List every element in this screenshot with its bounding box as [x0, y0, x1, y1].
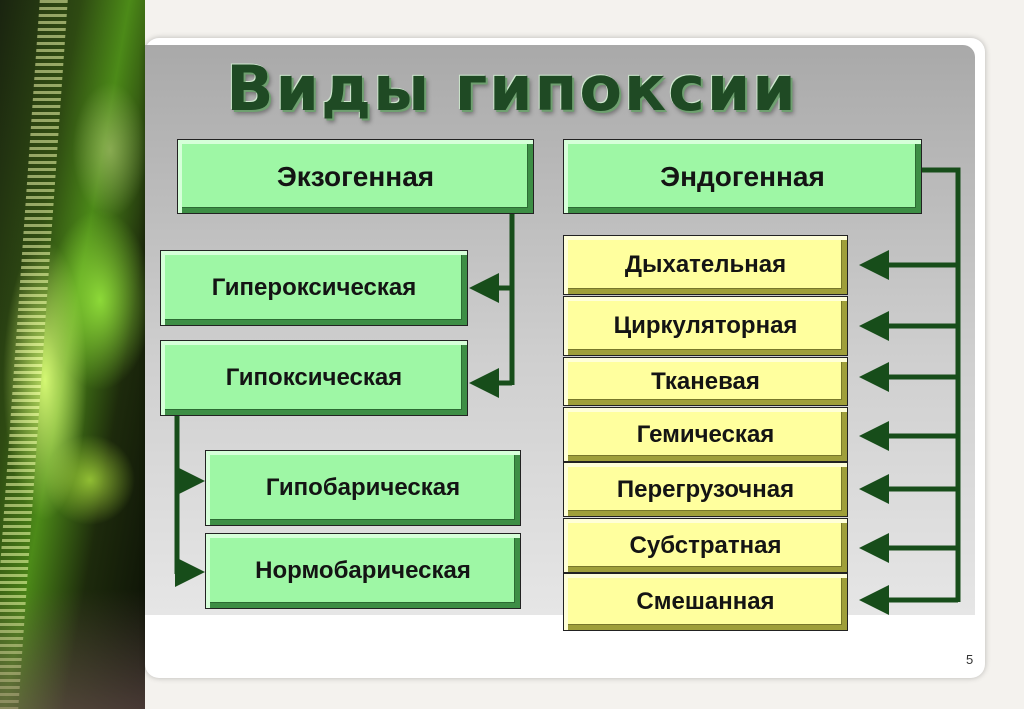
- tissue-label: Тканевая: [651, 367, 760, 395]
- tissue-box: Тканевая: [563, 357, 848, 406]
- endogenous-box: Эндогенная: [563, 139, 922, 214]
- hyperoxic-box: Гипероксическая: [160, 250, 468, 326]
- hemic-box: Гемическая: [563, 407, 848, 462]
- circulatory-label: Циркуляторная: [613, 312, 798, 339]
- slide-title: Виды гипоксии: [226, 52, 798, 125]
- hemic-label: Гемическая: [636, 420, 775, 448]
- hypobaric-label: Гипобарическая: [265, 474, 461, 501]
- hyperoxic-label: Гипероксическая: [211, 274, 417, 301]
- respiratory-box: Дыхательная: [563, 235, 848, 295]
- substrate-box: Субстратная: [563, 518, 848, 573]
- hypobaric-box: Гипобарическая: [205, 450, 521, 526]
- mixed-label: Смешанная: [636, 588, 775, 615]
- slide-number: 5: [966, 652, 974, 667]
- exogenous-box: Экзогенная: [177, 139, 534, 214]
- overload-label: Перегрузочная: [616, 475, 795, 503]
- hypoxic-label: Гипоксическая: [225, 364, 403, 391]
- normobaric-box: Нормобарическая: [205, 533, 521, 609]
- decorative-photo-strip: [0, 0, 145, 709]
- hypoxic-box: Гипоксическая: [160, 340, 468, 416]
- mixed-box: Смешанная: [563, 573, 848, 631]
- connector-endo-trunk: [918, 167, 961, 602]
- overload-box: Перегрузочная: [563, 462, 848, 517]
- respiratory-label: Дыхательная: [624, 251, 787, 278]
- circulatory-box: Циркуляторная: [563, 296, 848, 356]
- exogenous-label: Экзогенная: [276, 160, 435, 192]
- endogenous-label: Эндогенная: [660, 160, 825, 192]
- normobaric-label: Нормобарическая: [255, 557, 471, 584]
- substrate-label: Субстратная: [629, 531, 782, 559]
